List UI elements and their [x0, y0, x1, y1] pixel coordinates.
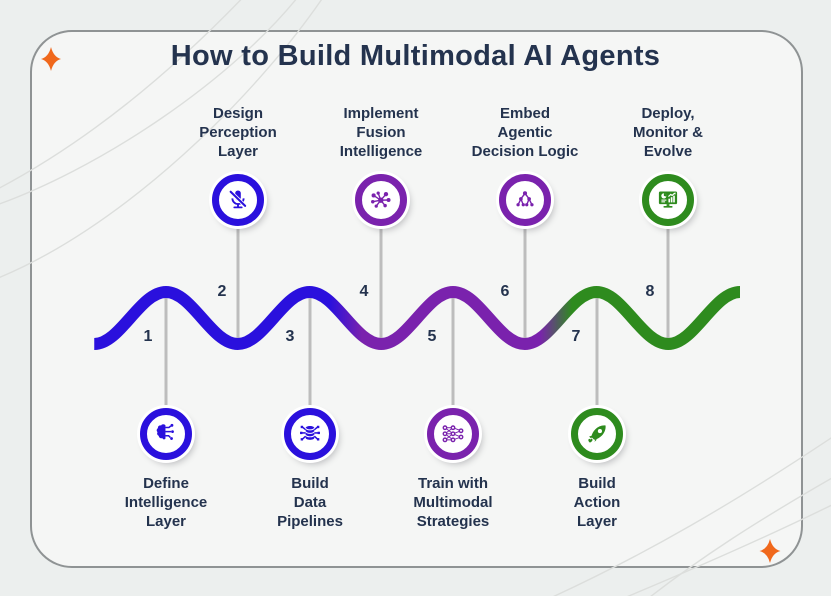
- step-number-8: 8: [645, 283, 655, 300]
- neural-network-icon: [442, 425, 464, 443]
- step-node-4: [355, 174, 407, 226]
- step-label-2: Design Perception Layer: [199, 105, 277, 160]
- brain-circuit-icon: [156, 423, 174, 440]
- step-node-7: [571, 408, 623, 460]
- mic-slash-icon: [229, 190, 247, 209]
- step-label-3: Build Data Pipelines: [277, 475, 343, 530]
- step-label-8: Deploy, Monitor & Evolve: [633, 105, 703, 160]
- rocket-icon: [588, 425, 606, 443]
- step-label-5: Train with Multimodal Strategies: [413, 475, 493, 530]
- step-node-2: [212, 174, 264, 226]
- step-number-3: 3: [285, 328, 295, 345]
- step-number-2: 2: [217, 283, 227, 300]
- decision-tree-icon: [516, 191, 534, 207]
- database-network-icon: [300, 425, 320, 441]
- step-node-5: [427, 408, 479, 460]
- hub-network-icon: [371, 191, 391, 208]
- step-number-5: 5: [427, 328, 437, 345]
- monitor-analytics-icon: [658, 191, 678, 208]
- step-number-6: 6: [500, 283, 510, 300]
- step-number-1: 1: [143, 328, 153, 345]
- step-label-7: Build Action Layer: [573, 475, 621, 530]
- step-node-6: [499, 174, 551, 226]
- step-label-4: Implement Fusion Intelligence: [339, 105, 423, 160]
- step-number-7: 7: [571, 328, 581, 345]
- page-title: How to Build Multimodal AI Agents: [170, 40, 661, 72]
- step-node-1: [140, 408, 192, 460]
- step-label-6: Embed Agentic Decision Logic: [471, 105, 579, 160]
- step-label-1: Define Intelligence Layer: [124, 475, 208, 530]
- step-number-4: 4: [359, 283, 369, 300]
- step-node-8: [642, 174, 694, 226]
- step-node-3: [284, 408, 336, 460]
